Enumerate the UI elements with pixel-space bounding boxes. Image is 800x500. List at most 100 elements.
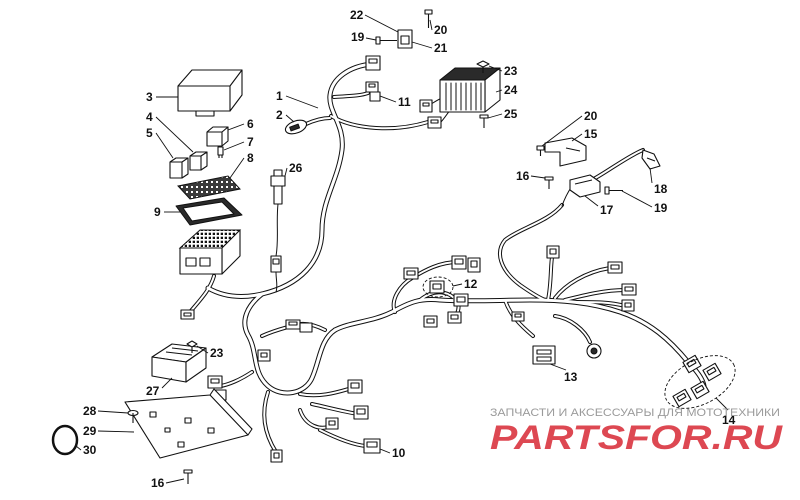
callout-6: 6	[247, 117, 254, 131]
leader-30	[75, 445, 82, 451]
right-cluster-outline	[546, 250, 627, 308]
connector-right-a	[546, 245, 560, 259]
callout-1: 1	[276, 89, 283, 103]
screw-16-right	[544, 176, 554, 189]
leader-10	[379, 448, 391, 454]
watermark-tagline: ЗАПЧАСТИ И АКСЕССУАРЫ ДЛЯ МОТОТЕХНИКИ	[490, 407, 780, 419]
callout-14: 14	[722, 413, 736, 427]
connector-14-highlight	[664, 355, 736, 409]
connector-14-c	[690, 380, 710, 400]
fuse-box-cover-3	[177, 69, 243, 117]
screw-25	[479, 114, 489, 128]
connector-14-b	[702, 362, 722, 382]
screw-23-bottom	[186, 340, 198, 353]
connector-bottom-lead	[270, 449, 283, 463]
connector-2	[284, 119, 308, 135]
connector-18	[641, 149, 661, 170]
regulator-front-face	[439, 79, 486, 113]
bracket-21	[397, 29, 413, 49]
callout-30: 30	[83, 443, 97, 457]
callout-11: 11	[398, 95, 411, 109]
nut-23-top	[476, 60, 490, 73]
bracket-to-sensor-core	[591, 149, 644, 181]
leader-7	[223, 141, 245, 151]
control-module-27	[151, 343, 207, 383]
leader-24	[495, 89, 503, 93]
callout-17: 17	[600, 203, 614, 217]
connector-module-a	[207, 375, 223, 389]
connector-11-a	[365, 81, 379, 93]
connector-14-group	[664, 354, 736, 409]
callout-3: 3	[146, 90, 153, 104]
relay-4	[189, 151, 208, 171]
leader-lines	[75, 14, 729, 484]
connector-13-cap-center	[590, 347, 598, 355]
connector-12-e	[453, 293, 469, 307]
watermark-logo: PARTSFOR.RU	[490, 419, 784, 457]
leader-11	[379, 95, 397, 103]
callout-8: 8	[247, 151, 254, 165]
sensor-26-lead	[275, 203, 279, 293]
screw-20-right	[536, 145, 545, 156]
harness-core	[189, 62, 706, 453]
leader-2	[285, 114, 295, 123]
leader-27	[161, 377, 173, 389]
bolt-19-top	[375, 36, 397, 45]
connector-13-housing	[532, 345, 556, 365]
callout-28: 28	[83, 404, 97, 418]
callout-20-top: 20	[434, 23, 448, 37]
leader-28	[97, 410, 129, 414]
callout-15: 15	[584, 127, 598, 141]
leader-4	[155, 116, 194, 153]
module-front-face	[151, 356, 187, 383]
callout-20-right: 20	[584, 109, 598, 123]
relay-6	[206, 126, 229, 147]
bracket-15	[544, 137, 587, 167]
callout-27: 27	[146, 384, 160, 398]
washer-28	[127, 409, 139, 423]
fuse-tray-9	[175, 197, 243, 226]
screw-16-bottom	[183, 469, 193, 484]
connector-12-d	[429, 280, 445, 294]
module-side-face	[185, 347, 207, 383]
callout-2: 2	[276, 108, 283, 122]
leader-13	[549, 363, 567, 371]
callout-19-right: 19	[654, 201, 668, 215]
leader-21	[411, 41, 433, 49]
callout-19-top: 19	[351, 30, 365, 44]
sensor-26	[270, 169, 286, 205]
leader-14	[715, 397, 729, 411]
connector-12-g	[423, 315, 438, 328]
leader-29	[97, 430, 135, 433]
connector-right-b	[607, 261, 623, 274]
connector-2-terminal	[289, 123, 301, 132]
leader-23-bottom	[196, 345, 209, 354]
connector-left-c	[299, 322, 313, 333]
leader-16-right	[530, 175, 546, 179]
right-cluster-core	[547, 251, 626, 307]
voltage-regulator-24	[439, 67, 501, 113]
connector-bottom-b	[353, 405, 369, 420]
fuse-7	[217, 146, 224, 158]
watermark: ЗАПЧАСТИ И АКСЕССУАРЫ ДЛЯ МОТОТЕХНИКИ PA…	[490, 407, 784, 457]
leader-18	[649, 167, 653, 184]
connector-left-b	[285, 319, 301, 330]
connector-14-d	[672, 388, 692, 408]
leader-22	[364, 14, 399, 33]
ring-30	[51, 424, 79, 456]
callout-16-right: 16	[516, 169, 530, 183]
connector-fusebox-lead	[180, 309, 195, 320]
leader-16-bottom	[165, 478, 185, 484]
leader-8	[229, 157, 245, 179]
leader-20-right	[541, 115, 583, 147]
callout-23-top: 23	[504, 64, 518, 78]
callout-16-bottom: 16	[151, 476, 165, 490]
leader-23-top	[488, 65, 503, 72]
leader-26	[284, 167, 288, 177]
callout-29: 29	[83, 424, 97, 438]
callout-24: 24	[504, 83, 518, 97]
leader-5	[155, 132, 174, 159]
leader-19-top	[365, 37, 377, 41]
leader-17	[584, 195, 599, 207]
